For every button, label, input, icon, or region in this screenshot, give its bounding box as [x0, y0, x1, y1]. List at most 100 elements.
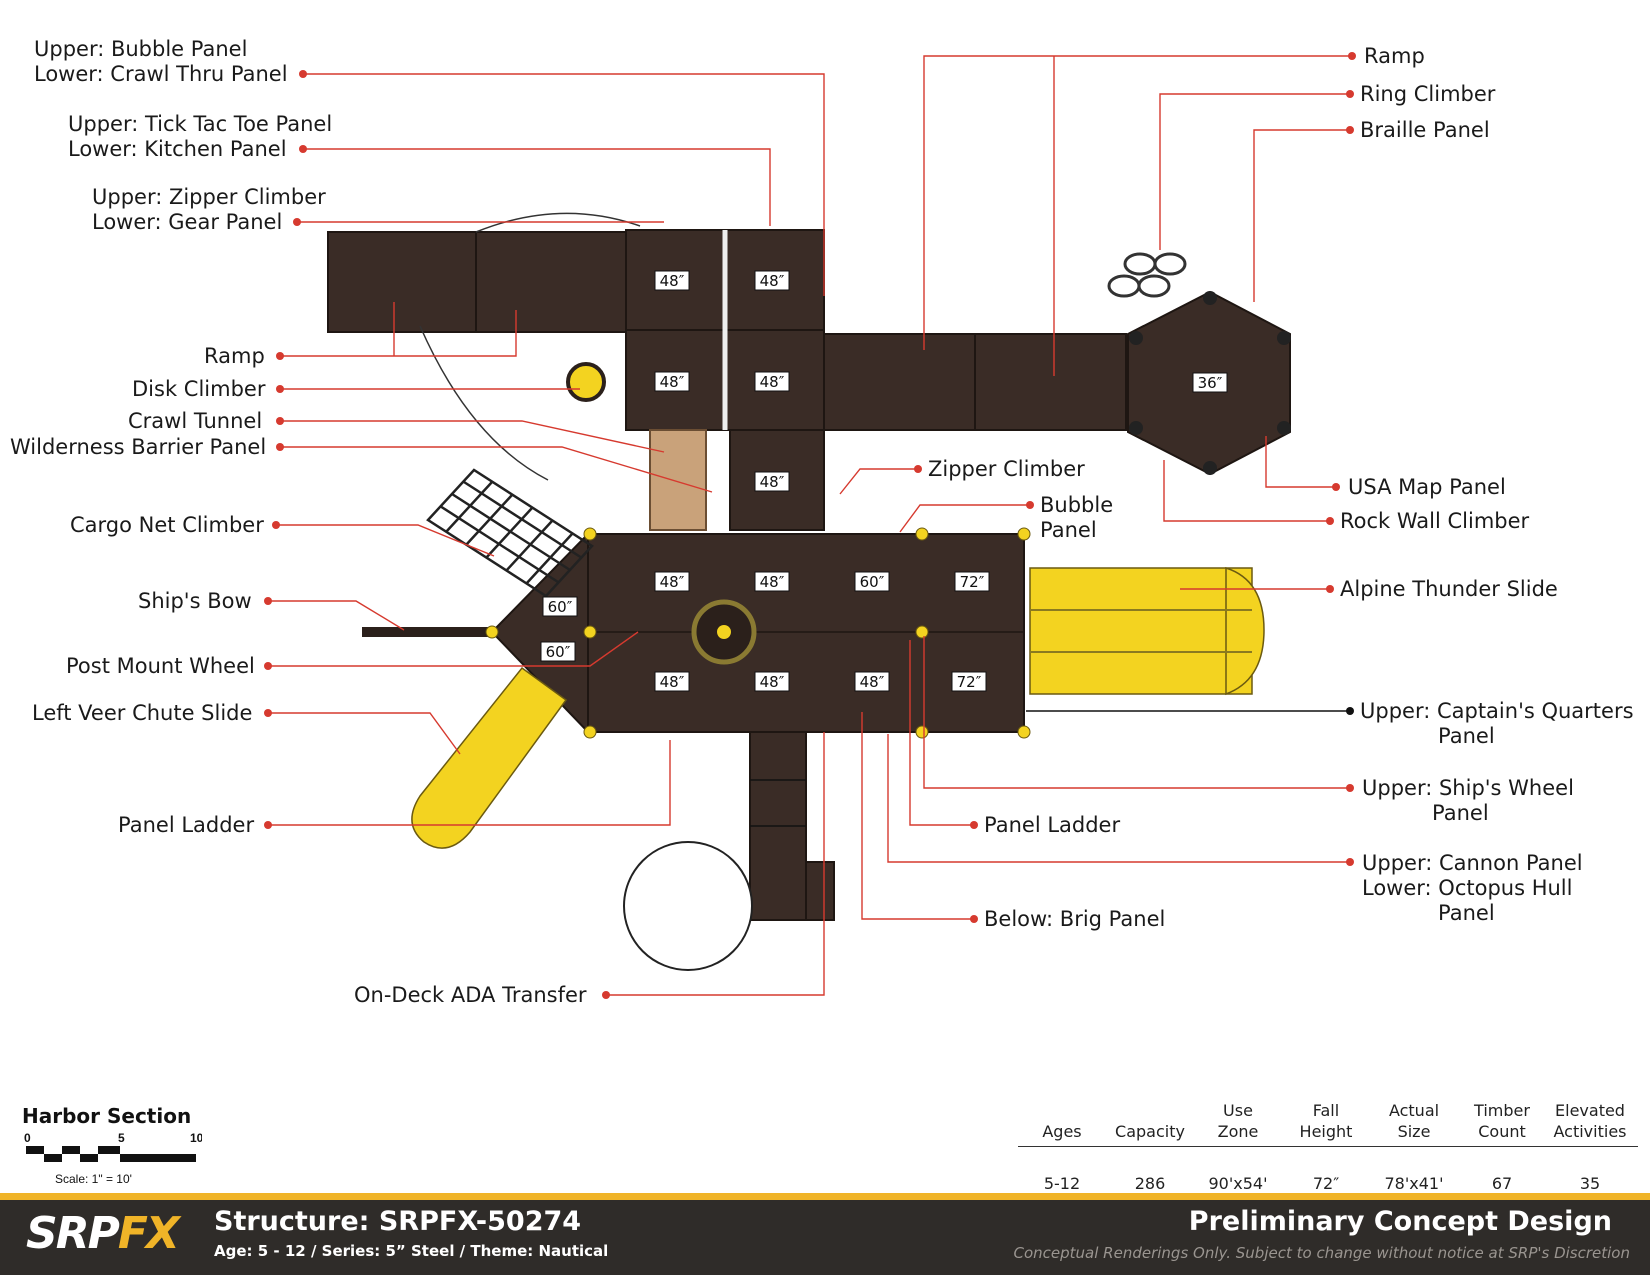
svg-text:Ramp: Ramp: [204, 344, 265, 368]
svg-text:Ring Climber: Ring Climber: [1360, 82, 1496, 106]
deck-height-label: 48″: [654, 571, 690, 592]
svg-text:60″: 60″: [546, 643, 571, 661]
callout-ring-climber: Ring Climber: [1159, 82, 1496, 250]
callout-wilderness-barrier: Wilderness Barrier Panel: [10, 435, 713, 493]
deck-height-labels: 48″ 48″ 48″ 48″ 48″ 36″ 60″ 60″ 48″ 48″ …: [540, 270, 1228, 692]
callout-brig-panel: Below: Brig Panel: [861, 712, 1165, 931]
svg-text:Panel: Panel: [1432, 801, 1489, 825]
spec-value-fall-height: 72″: [1312, 1174, 1340, 1193]
callout-post-mount-wheel: Post Mount Wheel: [66, 631, 639, 678]
right-callouts: Ramp Ring Climber Braille Panel Zipper C…: [839, 44, 1634, 931]
svg-text:Upper: Ship's Wheel: Upper: Ship's Wheel: [1362, 776, 1574, 800]
scale-tick-0: 0: [24, 1131, 31, 1145]
callout-braille-panel: Braille Panel: [1253, 118, 1490, 302]
deck-height-label: 48″: [854, 671, 890, 692]
spec-value-ages: 5-12: [1043, 1174, 1081, 1193]
svg-text:Panel: Panel: [1438, 724, 1495, 748]
scale-bar: 0 5 10: [24, 1131, 202, 1162]
svg-text:Cargo Net Climber: Cargo Net Climber: [70, 513, 264, 537]
svg-text:Panel Ladder: Panel Ladder: [984, 813, 1120, 837]
svg-text:72″: 72″: [957, 673, 982, 691]
svg-text:Wilderness Barrier Panel: Wilderness Barrier Panel: [10, 435, 266, 459]
callout-cannon-panel: Upper: Cannon Panel Lower: Octopus Hull …: [887, 734, 1583, 925]
structure-subtitle: Age: 5 - 12 / Series: 5” Steel / Theme: …: [214, 1242, 609, 1260]
svg-text:Crawl Tunnel: Crawl Tunnel: [128, 409, 262, 433]
scale-tick-5: 5: [118, 1131, 125, 1145]
callout-captains-quarters: Upper: Captain's Quarters Panel: [1026, 699, 1634, 748]
structure-drawing: [327, 212, 1291, 971]
svg-text:36″: 36″: [1198, 374, 1223, 392]
callout-ramp-left: Ramp: [204, 302, 517, 368]
callout-ships-bow: Ship's Bow: [138, 589, 405, 631]
callout-crawl-tunnel: Crawl Tunnel: [128, 409, 665, 453]
svg-text:Lower: Kitchen Panel: Lower: Kitchen Panel: [68, 137, 287, 161]
callout-zipper-climber: Upper: Zipper Climber Lower: Gear Panel: [92, 185, 664, 234]
callout-alpine-thunder-slide: Alpine Thunder Slide: [1180, 577, 1558, 601]
disclaimer-text: Conceptual Renderings Only. Subject to c…: [1013, 1244, 1630, 1262]
left-callouts: Upper: Bubble Panel Lower: Crawl Thru Pa…: [10, 37, 825, 1007]
deck-height-label: 60″: [540, 641, 576, 662]
deck-height-label: 48″: [754, 371, 790, 392]
spec-header-capacity: Capacity: [1115, 1122, 1185, 1141]
svg-text:Panel: Panel: [1438, 901, 1495, 925]
scale-caption: Scale: 1" = 10': [55, 1172, 132, 1186]
svg-text:Upper: Bubble Panel: Upper: Bubble Panel: [34, 37, 247, 61]
svg-text:Upper: Tick Tac Toe Panel: Upper: Tick Tac Toe Panel: [68, 112, 332, 136]
svg-text:Bubble: Bubble: [1040, 493, 1113, 517]
playground-plan-diagram: 48″ 48″ 48″ 48″ 48″ 36″ 60″ 60″ 48″ 48″ …: [10, 37, 1634, 1007]
structure-title: Structure: SRPFX-50274: [214, 1206, 582, 1237]
srpfx-logo: SRPFX: [26, 1208, 180, 1259]
svg-text:Left Veer Chute Slide: Left Veer Chute Slide: [32, 701, 252, 725]
specs-divider: [1018, 1146, 1638, 1147]
svg-text:48″: 48″: [760, 573, 785, 591]
svg-text:Upper: Zipper Climber: Upper: Zipper Climber: [92, 185, 326, 209]
spec-value-elevated-activities: 35: [1579, 1174, 1601, 1193]
svg-text:Lower: Octopus Hull: Lower: Octopus Hull: [1362, 876, 1572, 900]
svg-text:Lower: Crawl Thru Panel: Lower: Crawl Thru Panel: [34, 62, 288, 86]
deck-height-label: 72″: [951, 671, 987, 692]
svg-text:Upper: Cannon Panel: Upper: Cannon Panel: [1362, 851, 1583, 875]
svg-text:Disk Climber: Disk Climber: [132, 377, 266, 401]
svg-text:48″: 48″: [660, 373, 685, 391]
callout-ships-wheel-panel: Upper: Ship's Wheel Panel: [923, 636, 1574, 825]
scale-legend: Harbor Section 0 5 10 Scale: 1" = 10': [22, 1104, 202, 1186]
svg-text:Ramp: Ramp: [1364, 44, 1425, 68]
svg-text:Below: Brig Panel: Below: Brig Panel: [984, 907, 1165, 931]
callout-rock-wall-climber: Rock Wall Climber: [1163, 460, 1530, 533]
callout-panel-ladder-right: Panel Ladder: [909, 640, 1120, 837]
svg-text:60″: 60″: [548, 598, 573, 616]
svg-text:72″: 72″: [960, 573, 985, 591]
callout-zipper-climber-right: Zipper Climber: [839, 457, 1085, 495]
deck-height-label: 60″: [854, 571, 890, 592]
svg-text:48″: 48″: [660, 272, 685, 290]
svg-text:48″: 48″: [760, 473, 785, 491]
callout-ramp-right: Ramp: [923, 44, 1425, 376]
spec-value-use-zone: 90'x54': [1208, 1174, 1268, 1193]
deck-height-label: 48″: [654, 270, 690, 291]
spec-header-ages: Ages: [1042, 1122, 1082, 1141]
callout-usa-map-panel: USA Map Panel: [1265, 436, 1506, 499]
svg-text:Alpine Thunder Slide: Alpine Thunder Slide: [1340, 577, 1558, 601]
svg-text:USA Map Panel: USA Map Panel: [1348, 475, 1506, 499]
scale-title: Harbor Section: [22, 1104, 192, 1128]
svg-text:On-Deck ADA Transfer: On-Deck ADA Transfer: [354, 983, 587, 1007]
svg-text:48″: 48″: [860, 673, 885, 691]
svg-text:48″: 48″: [760, 272, 785, 290]
preliminary-design-title: Preliminary Concept Design: [1188, 1206, 1612, 1237]
svg-text:60″: 60″: [860, 573, 885, 591]
svg-text:Ship's Bow: Ship's Bow: [138, 589, 252, 613]
scale-tick-10: 10: [190, 1131, 202, 1145]
svg-text:48″: 48″: [760, 373, 785, 391]
svg-text:Braille Panel: Braille Panel: [1360, 118, 1490, 142]
deck-height-label: 48″: [654, 671, 690, 692]
deck-height-label: 48″: [754, 671, 790, 692]
callout-bubble-panel-right: Bubble Panel: [899, 493, 1113, 542]
spec-value-capacity: 286: [1134, 1174, 1166, 1193]
deck-height-label: 36″: [1192, 372, 1228, 393]
